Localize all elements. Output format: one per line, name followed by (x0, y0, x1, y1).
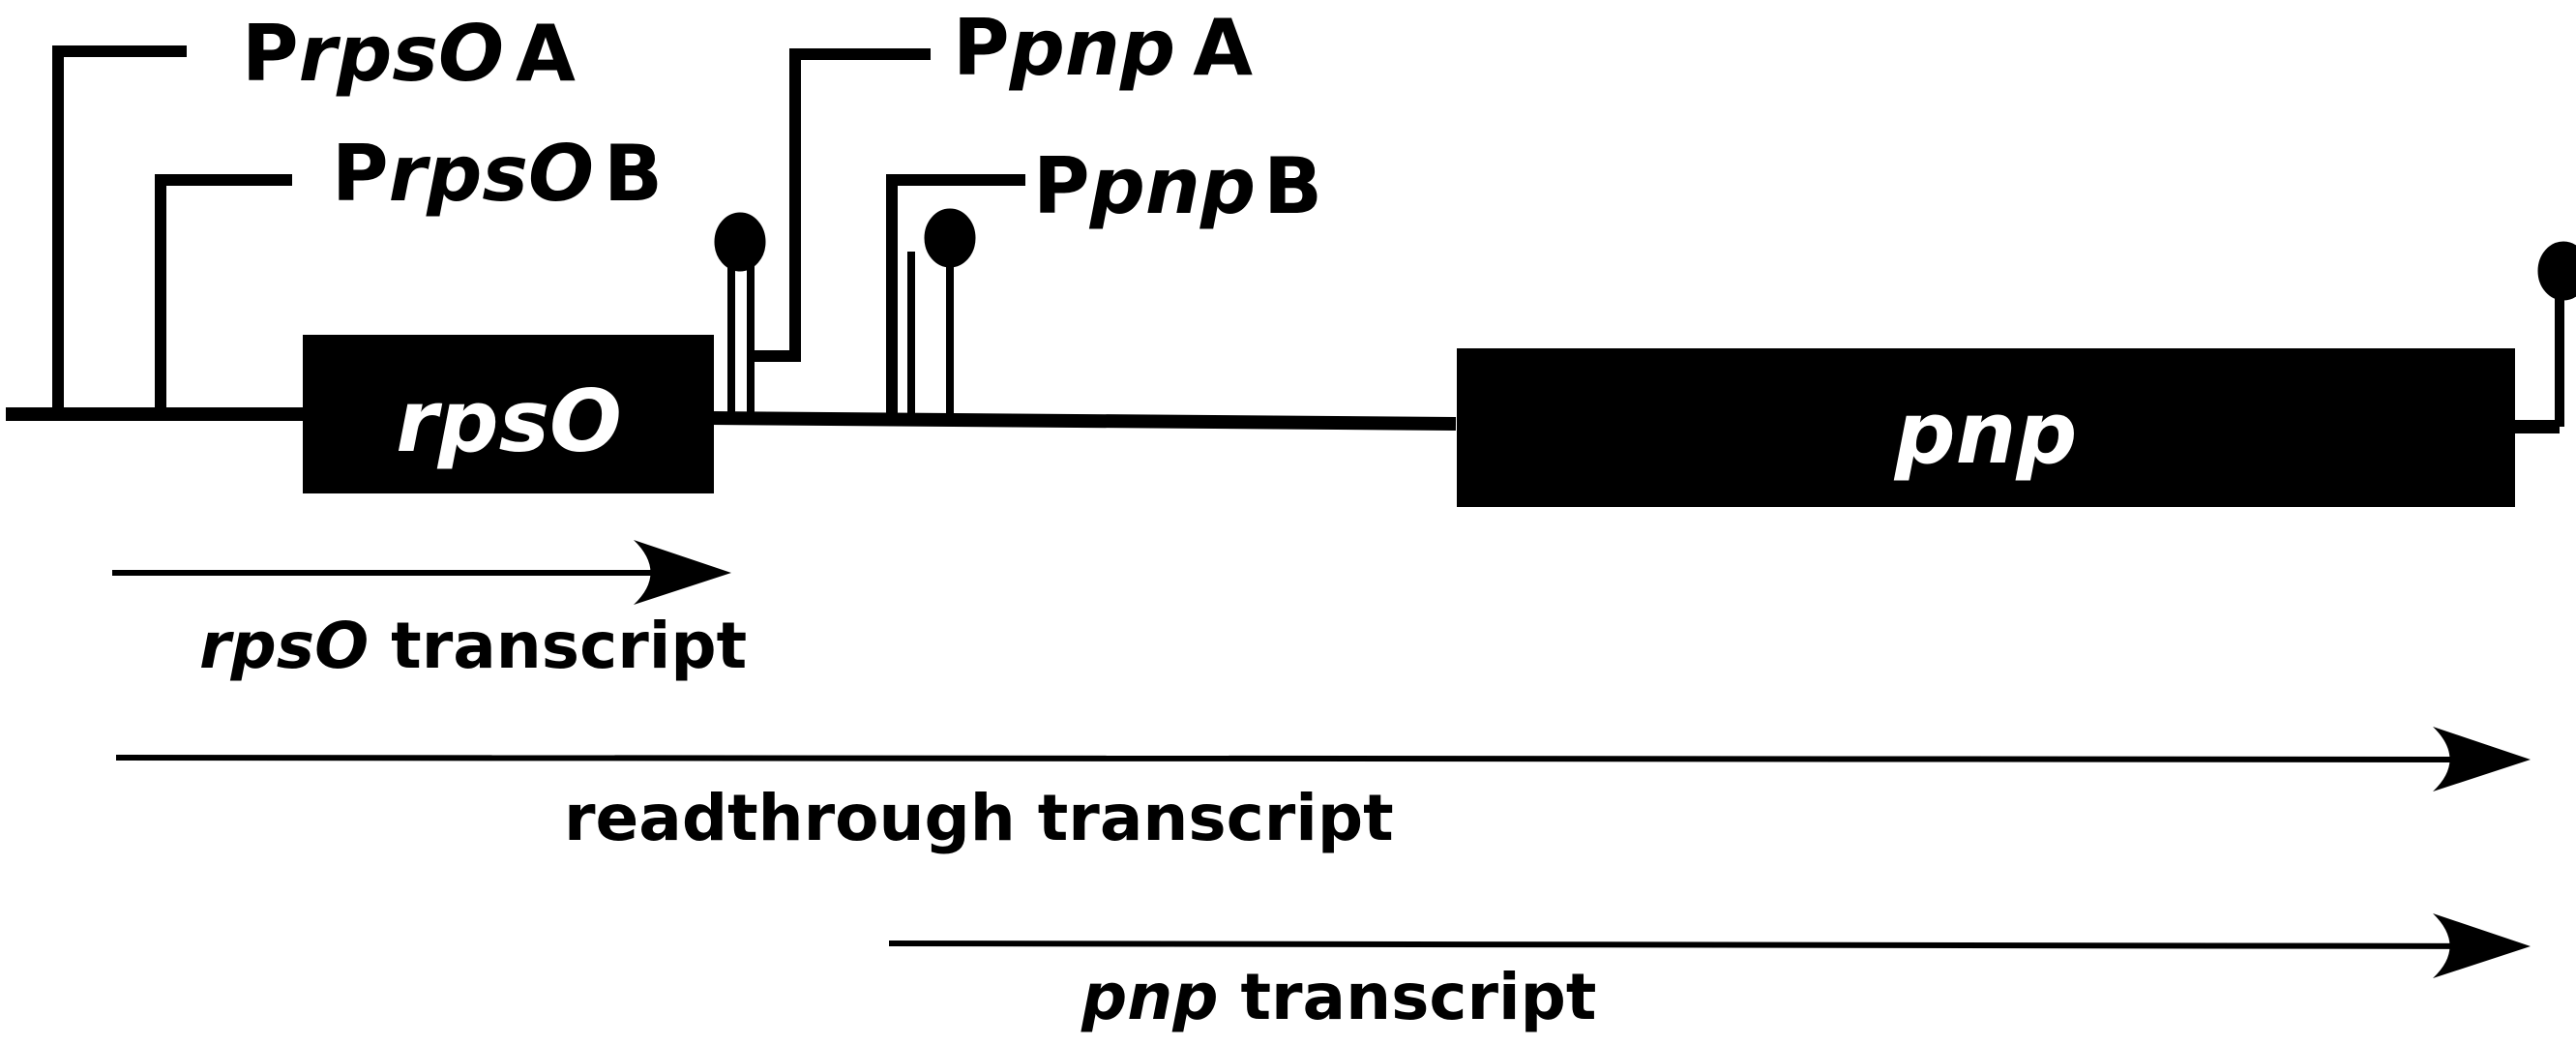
promoter-rpsoB-arrow (155, 174, 292, 414)
readthrough-transcript-line (115, 755, 2516, 762)
terminator-1-icon (714, 212, 766, 416)
pnp-gene-box (1457, 348, 2515, 507)
transcript-arrowheads (634, 540, 2531, 978)
rpso-gene-label: rpsO (396, 372, 622, 471)
promoter-pnpA-arrow (751, 48, 931, 362)
pnp-transcript-arrowhead-icon (2433, 913, 2531, 978)
promoter-arrows (52, 45, 1025, 414)
pnp-gene-label: pnp (1894, 383, 2078, 483)
rpso-transcript-label: rpsO transcript (199, 609, 747, 683)
pnp-transcript-label: pnp transcript (1081, 960, 1596, 1034)
readthrough-transcript-label: readthrough transcript (564, 781, 1394, 855)
promoter-pnpB-arrow (886, 174, 1025, 414)
rpso-gene-box (303, 335, 714, 493)
readthrough-transcript-arrowhead-icon (2433, 727, 2531, 791)
terminators (714, 208, 2576, 427)
promoter-rpsoA-arrow (52, 45, 187, 414)
rpso-transcript-arrowhead-icon (634, 540, 731, 605)
terminator-3-icon (2537, 241, 2576, 427)
terminator-2-icon (907, 208, 976, 418)
transcript-arrows (112, 570, 2516, 949)
pnp-transcript-line (888, 940, 2516, 949)
